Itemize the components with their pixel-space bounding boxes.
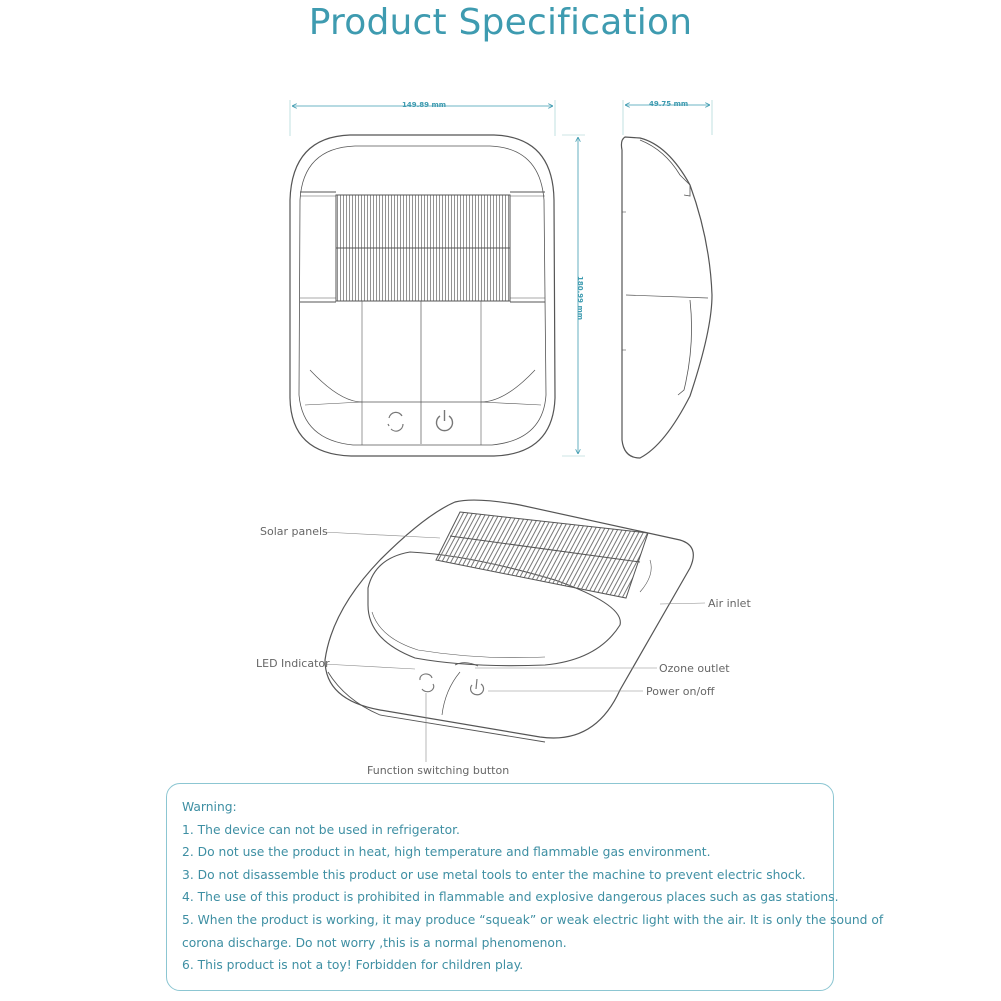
callout-air-inlet: Air inlet — [708, 597, 751, 610]
width-dimension: 149.89 mm — [402, 101, 447, 109]
warning-line: 4. The use of this product is prohibited… — [182, 890, 839, 905]
warning-line: 5. When the product is working, it may p… — [182, 912, 884, 927]
callout-ozone-outlet: Ozone outlet — [659, 662, 730, 675]
page-title: Product Specification — [308, 2, 693, 43]
perspective-view — [322, 499, 706, 762]
callout-power: Power on/off — [646, 685, 715, 698]
depth-dimension: 49.75 mm — [649, 100, 689, 108]
warning-line: corona discharge. Do not worry ,this is … — [182, 935, 567, 950]
function-icon — [387, 411, 404, 432]
warning-box: Warning: 1. The device can not be used i… — [166, 783, 884, 991]
callout-function-button: Function switching button — [367, 764, 510, 777]
warning-line: 3. Do not disassemble this product or us… — [182, 867, 806, 882]
warning-heading: Warning: — [182, 800, 237, 814]
callout-led-indicator: LED Indicator — [256, 657, 330, 670]
warning-line: 1. The device can not be used in refrige… — [182, 822, 460, 837]
power-icon — [435, 410, 454, 432]
warning-line: 6. This product is not a toy! Forbidden … — [182, 958, 524, 973]
warning-line: 2. Do not use the product in heat, high … — [182, 845, 711, 860]
side-view — [620, 100, 713, 459]
callout-solar-panels: Solar panels — [260, 525, 328, 538]
height-dimension: 180.99 mm — [576, 276, 584, 321]
front-view — [289, 100, 585, 457]
callout-lines — [322, 531, 706, 762]
